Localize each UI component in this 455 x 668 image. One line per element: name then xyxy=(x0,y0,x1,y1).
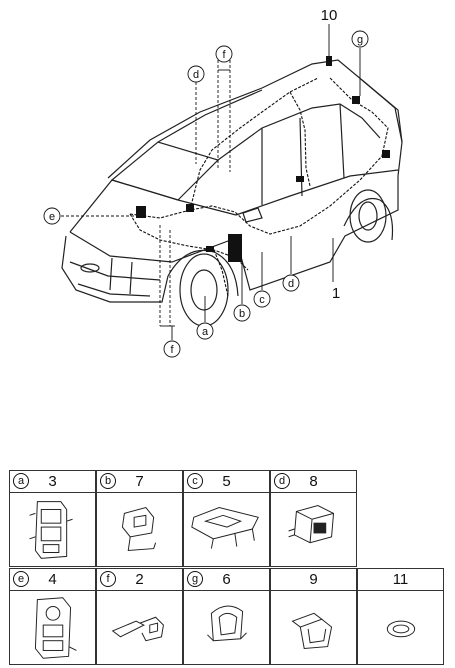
part-number: 11 xyxy=(392,571,409,588)
part-header: 11 xyxy=(358,569,443,591)
part-number: 7 xyxy=(135,473,144,490)
holder-icon xyxy=(207,605,247,642)
part-cell-11: 11 xyxy=(357,568,444,665)
bracket-icon xyxy=(191,507,259,549)
part-letter-badge: a xyxy=(13,473,29,489)
harness-connectors xyxy=(136,56,390,262)
part-cell-b: b 7 xyxy=(96,470,183,567)
callout-c-bottom: c xyxy=(259,294,265,306)
callout-d-bottom: d xyxy=(288,278,294,290)
part-letter-badge: d xyxy=(274,473,290,489)
wiring-harness xyxy=(129,77,389,297)
protector-icon xyxy=(291,612,333,650)
part-letter-badge: f xyxy=(100,571,116,587)
callout-f-bottom: f xyxy=(170,344,174,356)
callout-d-top: d xyxy=(193,69,199,81)
part-header: b 7 xyxy=(97,471,182,493)
part-number: 9 xyxy=(309,571,318,588)
parts-row: e 4 f 2 xyxy=(9,568,446,666)
part-letter-badge: c xyxy=(187,473,203,489)
part-header: g 6 xyxy=(184,569,269,591)
connector-block-icon xyxy=(29,501,73,559)
part-number: 6 xyxy=(222,571,231,588)
junction-block-icon xyxy=(34,597,77,659)
part-cell-e: e 4 xyxy=(9,568,96,665)
wire-clip-icon xyxy=(121,506,157,552)
callout-bubbles xyxy=(43,30,369,358)
parts-row: a 3 b 7 xyxy=(9,470,446,568)
part-letter-badge: b xyxy=(100,473,116,489)
part-cell-d: d 8 xyxy=(270,470,357,567)
parts-table: a 3 b 7 xyxy=(9,470,446,666)
grommet-icon xyxy=(386,620,416,638)
part-cell-9: 9 xyxy=(270,568,357,665)
callout-b-bottom: b xyxy=(239,308,245,320)
part-number: 8 xyxy=(309,473,318,490)
part-header: 9 xyxy=(271,569,356,591)
callout-f-top: f xyxy=(222,49,226,61)
part-letter-badge: e xyxy=(13,571,29,587)
ref-1-label: 1 xyxy=(332,285,340,302)
relay-box-icon xyxy=(288,505,335,544)
part-number: 3 xyxy=(48,473,57,490)
part-header: c 5 xyxy=(184,471,269,493)
wiring-diagram: 10 1 g d f e a b c d f xyxy=(43,7,403,358)
callout-g-top: g xyxy=(357,34,363,46)
part-cell-g: g 6 xyxy=(183,568,270,665)
ref-10-label: 10 xyxy=(321,7,338,24)
part-cell-c: c 5 xyxy=(183,470,270,567)
part-header: f 2 xyxy=(97,569,182,591)
callout-e-left: e xyxy=(49,211,55,223)
part-letter-badge: g xyxy=(187,571,203,587)
part-cell-f: f 2 xyxy=(96,568,183,665)
callout-a-bottom: a xyxy=(202,326,209,338)
car-body-outline xyxy=(61,59,403,327)
part-header: d 8 xyxy=(271,471,356,493)
part-number: 5 xyxy=(222,473,231,490)
part-number: 2 xyxy=(135,571,144,588)
harness-clip-icon xyxy=(111,616,164,642)
callout-leaders xyxy=(61,24,361,340)
part-cell-a: a 3 xyxy=(9,470,96,567)
part-header: a 3 xyxy=(10,471,95,493)
part-header: e 4 xyxy=(10,569,95,591)
part-number: 4 xyxy=(48,571,57,588)
